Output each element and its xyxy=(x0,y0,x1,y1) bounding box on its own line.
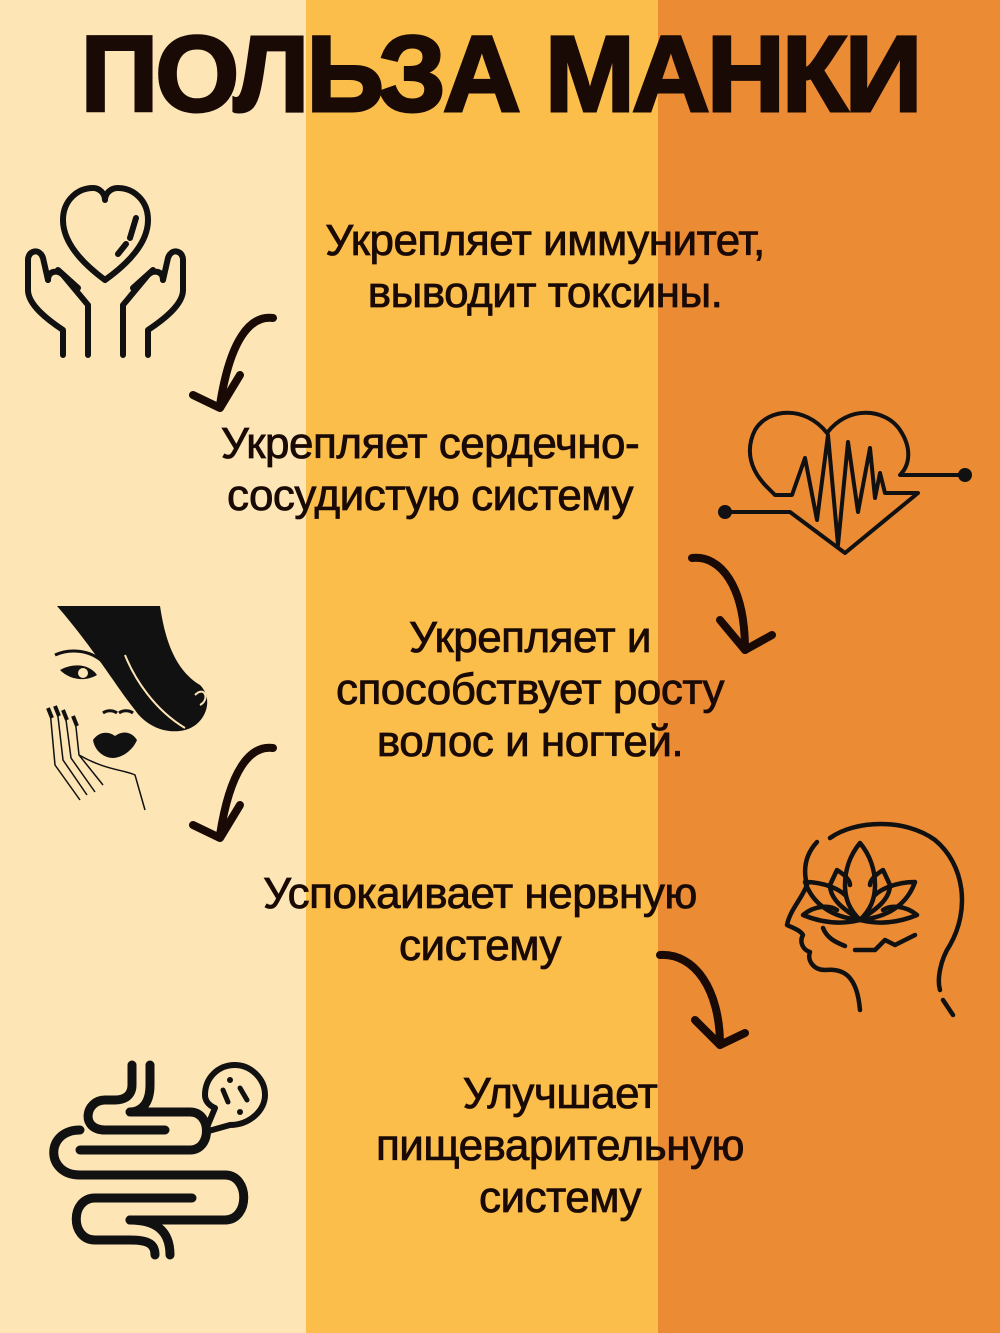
benefit-line: Укрепляет сердечно- xyxy=(220,419,640,469)
curved-arrow-down-right-icon xyxy=(680,550,780,660)
curved-arrow-down-right-icon xyxy=(650,945,760,1055)
benefit-nervous: Успокаивает нервную систему xyxy=(180,868,780,972)
benefit-line: выводит токсины. xyxy=(367,268,723,318)
benefit-line: волос и ногтей. xyxy=(376,717,684,767)
intestine-icon xyxy=(40,1050,270,1260)
benefit-line: пищеварительную xyxy=(375,1121,745,1171)
benefit-line: Успокаивает нервную xyxy=(263,869,698,919)
woman-face-icon xyxy=(35,600,215,811)
benefit-immunity: Укрепляет иммунитет, выводит токсины. xyxy=(250,215,840,319)
column-mid xyxy=(306,0,658,1333)
heart-pulse-icon xyxy=(718,400,980,560)
head-lotus-icon xyxy=(775,810,965,1020)
benefit-line: способствует росту xyxy=(335,665,725,715)
benefit-line: систему xyxy=(479,1173,642,1223)
curved-arrow-down-left-icon xyxy=(185,310,285,420)
benefit-line: систему xyxy=(399,921,562,971)
hands-heart-icon xyxy=(18,180,193,360)
curved-arrow-down-left-icon xyxy=(185,740,285,850)
page-title: ПОЛЬЗА МАНКИ xyxy=(79,13,924,134)
benefit-line: сосудистую систему xyxy=(226,471,634,521)
benefit-line: Улучшает xyxy=(462,1069,658,1119)
benefit-digestive: Улучшает пищеварительную систему xyxy=(300,1068,820,1224)
column-orange xyxy=(658,0,1000,1333)
benefit-cardio: Укрепляет сердечно- сосудистую систему xyxy=(140,418,720,522)
benefit-line: Укрепляет иммунитет, xyxy=(325,216,766,266)
benefit-line: Укрепляет и xyxy=(409,613,652,663)
benefit-hair-nails: Укрепляет и способствует росту волос и н… xyxy=(250,612,810,768)
